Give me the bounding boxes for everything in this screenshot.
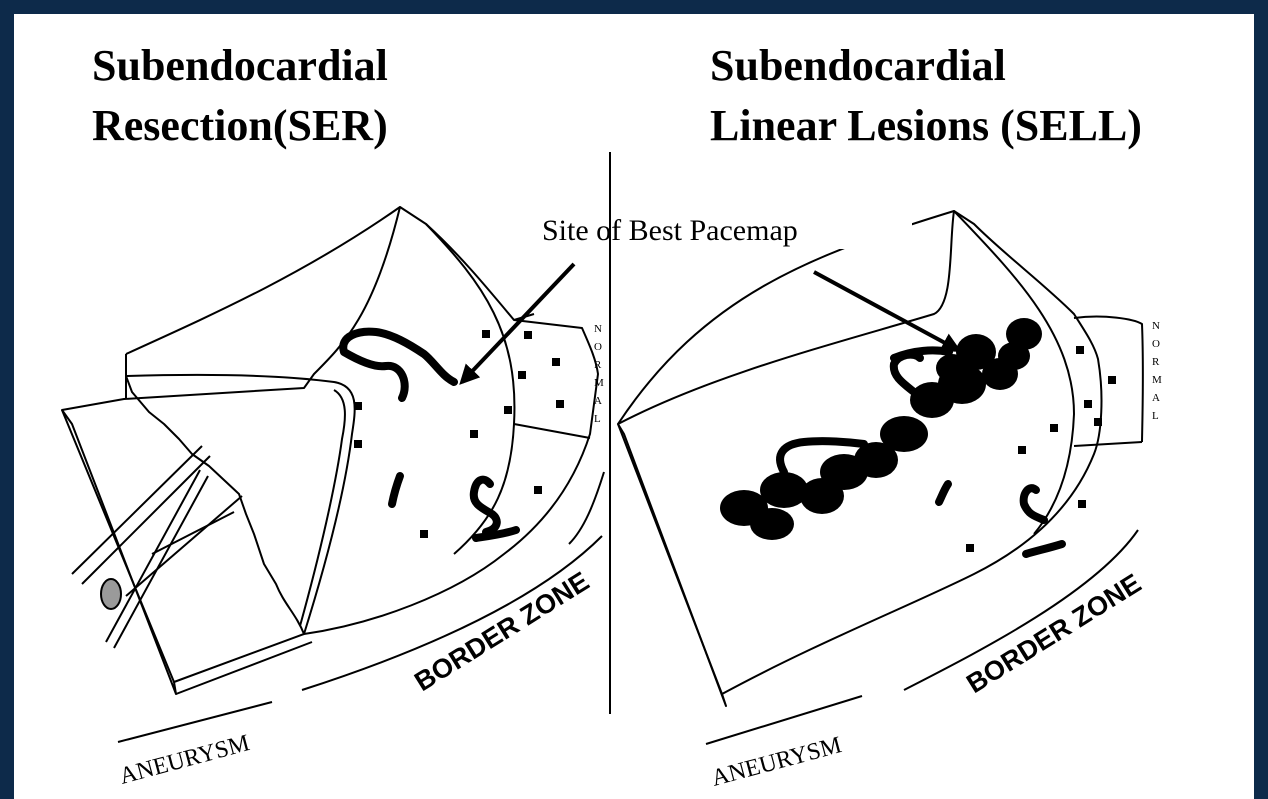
right-border-zone-label: BORDER ZONE [961,568,1146,699]
svg-text:O: O [594,341,602,353]
left-aneurysm-label: ANEURYSM [117,730,253,790]
right-aneurysm-label: ANEURYSM [709,732,845,792]
slide: Subendocardial Resection(SER) Subendocar… [14,14,1254,799]
left-title-line2: Resection(SER) [92,101,388,150]
left-border-zone-label: BORDER ZONE [409,566,594,697]
right-normal-label: N O R M A L [1152,320,1162,422]
svg-text:M: M [594,377,604,389]
svg-text:R: R [594,359,602,371]
right-linear-lesions [720,318,1042,540]
right-title-line2: Linear Lesions (SELL) [710,101,1142,150]
left-lesion-main [343,332,454,398]
right-pacemap-arrow [814,272,958,350]
svg-text:N: N [1152,320,1160,332]
probe-tip [101,579,121,609]
pacemap-label: Site of Best Pacemap [542,214,798,247]
left-panel: N O R M A L BORDER ZONE ANEURYSM [62,207,604,790]
svg-text:N: N [594,323,602,335]
svg-text:O: O [1152,338,1160,350]
svg-text:L: L [1152,410,1159,422]
svg-text:A: A [1152,392,1160,404]
right-title-line1: Subendocardial [710,41,1006,90]
svg-text:L: L [594,413,601,425]
diagram-canvas: Subendocardial Resection(SER) Subendocar… [14,14,1254,799]
svg-text:A: A [594,395,602,407]
svg-text:M: M [1152,374,1162,386]
left-title-line1: Subendocardial [92,41,388,90]
right-panel: N O R M A L BORDER ZONE ANEURYSM [618,211,1162,792]
svg-text:R: R [1152,356,1160,368]
